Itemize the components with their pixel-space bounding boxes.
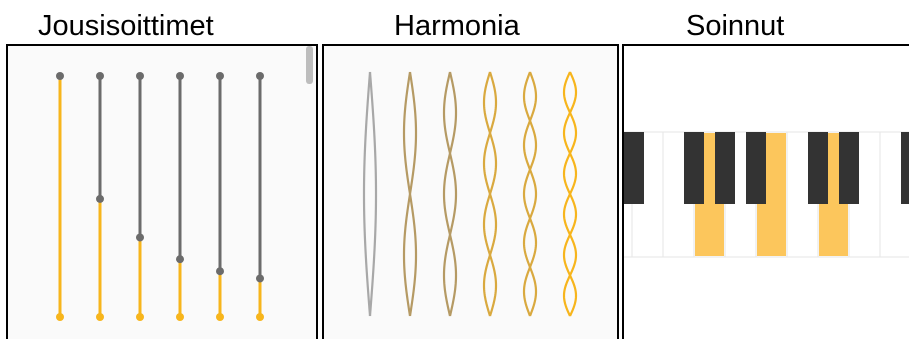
string-5[interactable] <box>216 72 224 321</box>
scrollbar-thumb[interactable] <box>306 46 313 84</box>
chords-panel <box>622 44 909 339</box>
string-bottom-peg <box>216 313 224 321</box>
piano-keyboard <box>624 131 909 258</box>
black-key[interactable] <box>684 132 704 204</box>
harmonic-6[interactable] <box>562 71 578 317</box>
string-top-peg <box>96 72 104 80</box>
string-4[interactable] <box>176 72 184 321</box>
string-top-peg <box>256 72 264 80</box>
string-3[interactable] <box>136 72 144 321</box>
wave-curve <box>402 71 418 317</box>
harmonic-1[interactable] <box>362 71 378 317</box>
harmonic-3[interactable] <box>442 71 458 317</box>
fret-marker[interactable] <box>216 267 224 276</box>
black-key[interactable] <box>839 132 859 204</box>
harmonic-5[interactable] <box>522 71 538 317</box>
strings-canvas[interactable] <box>8 46 316 339</box>
string-bottom-peg <box>56 313 64 321</box>
harmonic-4[interactable] <box>482 71 498 317</box>
strings-panel <box>6 44 318 339</box>
string-2[interactable] <box>96 72 104 321</box>
string-6[interactable] <box>256 72 264 321</box>
fret-marker[interactable] <box>176 255 184 264</box>
chords-canvas[interactable] <box>624 46 909 339</box>
fret-marker[interactable] <box>96 194 104 203</box>
fret-marker[interactable] <box>136 233 144 242</box>
strings-illustration <box>56 46 313 321</box>
harmonics-illustration <box>362 71 578 317</box>
wave-curve <box>482 71 498 317</box>
harmony-panel <box>322 44 619 339</box>
string-bottom-peg <box>176 313 184 321</box>
black-key[interactable] <box>808 132 828 204</box>
fret-marker[interactable] <box>256 274 264 283</box>
wave-curve <box>562 71 578 317</box>
black-key[interactable] <box>715 132 735 204</box>
panel-title-strings: Jousisoittimet <box>38 10 214 42</box>
wave-curve <box>522 71 538 317</box>
harmonic-2[interactable] <box>402 71 418 317</box>
panel-title-harmony: Harmonia <box>394 10 520 42</box>
wave-curve <box>442 71 458 317</box>
string-top-peg <box>136 72 144 80</box>
wave-curve <box>522 71 538 317</box>
black-key[interactable] <box>746 132 766 204</box>
string-bottom-peg <box>136 313 144 321</box>
wave-curve <box>368 71 378 317</box>
string-top-peg <box>216 72 224 80</box>
string-top-peg <box>56 72 64 80</box>
harmony-canvas[interactable] <box>324 46 617 339</box>
string-bottom-peg <box>96 313 104 321</box>
wave-curve <box>362 71 372 317</box>
string-bottom-peg <box>256 313 264 321</box>
black-key[interactable] <box>624 132 644 204</box>
panel-title-chords: Soinnut <box>686 10 785 42</box>
string-1[interactable] <box>56 72 64 321</box>
black-key[interactable] <box>901 132 909 204</box>
string-top-peg <box>176 72 184 80</box>
wave-curve <box>442 71 458 317</box>
